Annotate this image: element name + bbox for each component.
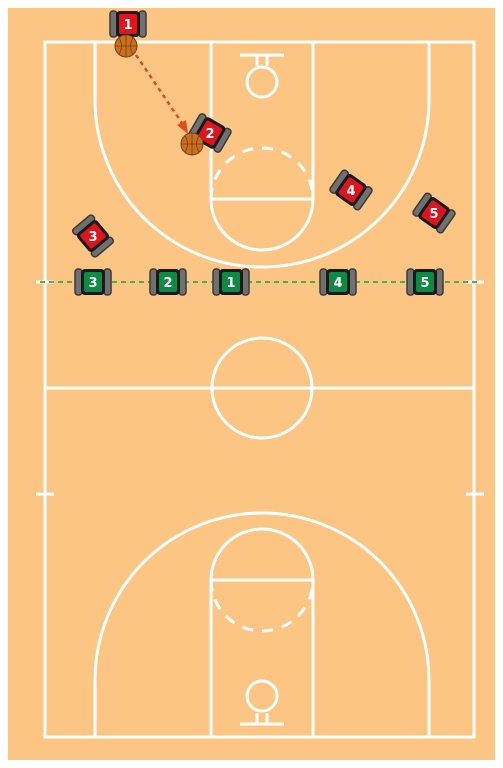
wheel <box>150 269 157 295</box>
player-number: 1 <box>123 18 132 33</box>
player-number: 1 <box>226 276 235 291</box>
defense-player-5: 5 <box>407 269 443 295</box>
wheel <box>320 269 327 295</box>
offense-player-1: 1 <box>110 11 146 37</box>
defense-player-2: 2 <box>150 269 186 295</box>
wheel <box>436 269 443 295</box>
wheel <box>349 269 356 295</box>
player-number: 2 <box>205 127 214 142</box>
player-number: 3 <box>88 230 97 245</box>
wheel <box>407 269 414 295</box>
basketball-icon <box>181 133 203 155</box>
player-number: 5 <box>420 276 429 291</box>
court-surface <box>8 8 495 760</box>
wheel <box>110 11 117 37</box>
wheel <box>104 269 111 295</box>
wheel <box>179 269 186 295</box>
defense-player-3: 3 <box>75 269 111 295</box>
player-number: 4 <box>333 276 342 291</box>
basketball-icon <box>115 35 137 57</box>
wheel <box>213 269 220 295</box>
wheel <box>75 269 82 295</box>
player-number: 3 <box>88 276 97 291</box>
defense-player-1: 1 <box>213 269 249 295</box>
wheel <box>242 269 249 295</box>
defense-player-4: 4 <box>320 269 356 295</box>
player-number: 2 <box>163 276 172 291</box>
wheel <box>139 11 146 37</box>
player-number: 4 <box>346 184 355 199</box>
player-number: 5 <box>429 207 438 222</box>
